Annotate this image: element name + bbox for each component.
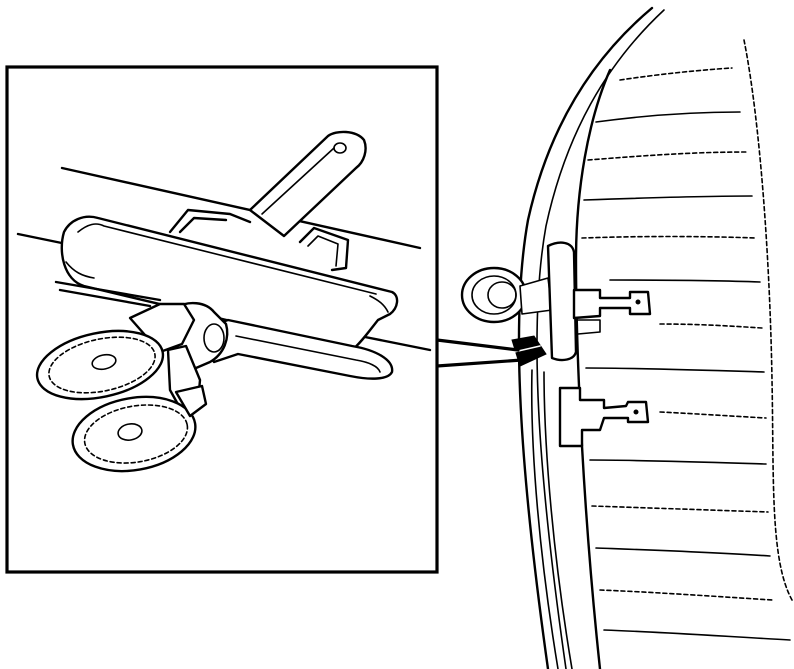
- wire-loop-rear-left: [168, 208, 252, 234]
- panel-outer-edge: [517, 6, 654, 669]
- clip-sleeve-lip: [369, 295, 389, 313]
- clip-sleeve: [60, 215, 399, 352]
- panel-flange-line: [574, 68, 612, 669]
- leader-lines: [435, 338, 524, 368]
- lower-washer-hole: [117, 423, 143, 441]
- leader-line-lower: [435, 358, 524, 368]
- mounting-strap: [248, 130, 367, 238]
- lower-hinge-bracket: [558, 386, 650, 448]
- pivot-hub-pin: [203, 323, 225, 353]
- upper-washer-hole: [91, 353, 117, 371]
- detail-inset-content: [16, 130, 432, 473]
- spring-wire: [54, 280, 162, 308]
- lower-washer-rim: [83, 404, 189, 464]
- hinge-assembly: [460, 241, 652, 448]
- lower-bracket-hole: [633, 409, 639, 415]
- body-panel: [517, 6, 793, 669]
- hinge-roller-arm: [519, 277, 553, 315]
- upper-bracket-hole: [635, 299, 641, 305]
- panel-ribs: [581, 67, 791, 641]
- clip-sleeve-edge: [65, 261, 95, 279]
- lower-frame-arm: [198, 318, 394, 380]
- mounting-strap-edge: [261, 147, 335, 215]
- hinge-roller-inner: [487, 281, 517, 309]
- rod-line-upper: [60, 166, 422, 250]
- hinge-plate: [546, 241, 578, 362]
- panel-right-edge: [743, 39, 793, 601]
- washer-stem-joint: [174, 384, 208, 418]
- clip-sleeve-highlight: [77, 223, 377, 295]
- pillar-rail-a: [530, 369, 559, 669]
- wire-loop-rear-right: [298, 226, 350, 272]
- leader-line-upper: [435, 338, 520, 352]
- upper-washer-rim: [48, 336, 156, 394]
- pillar-rail-b: [543, 371, 573, 669]
- mounting-strap-hole: [333, 142, 347, 154]
- upper-bracket-lip: [575, 319, 601, 335]
- hinge-clip: [511, 335, 547, 367]
- wire-loop-rear-right-inner: [307, 235, 339, 267]
- rod-line-right: [358, 334, 432, 352]
- upper-hinge-bracket: [572, 288, 652, 320]
- lower-frame-arm-edge: [235, 335, 381, 373]
- wire-loop-rear-left-inner: [178, 216, 228, 234]
